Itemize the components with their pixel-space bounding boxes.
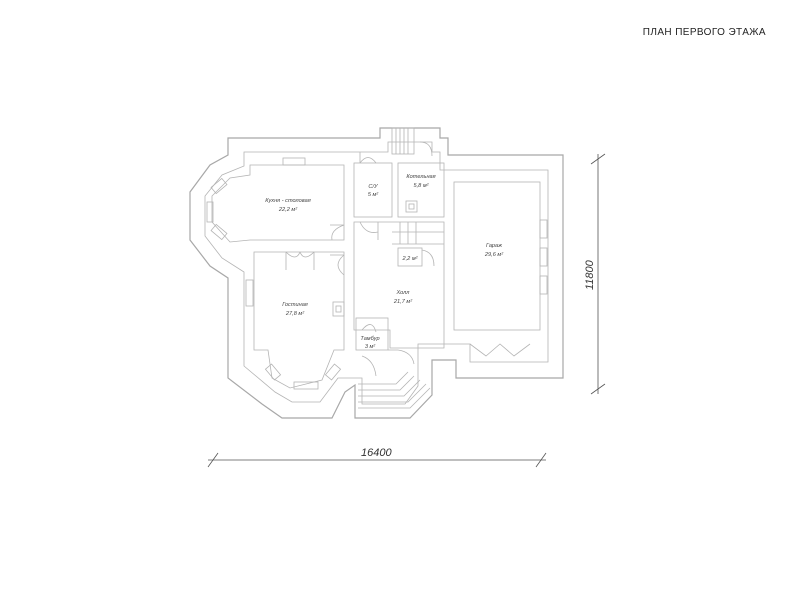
vestibule-inner-door xyxy=(388,349,415,365)
living-window xyxy=(264,363,282,381)
garage-window xyxy=(539,247,548,267)
garage-window xyxy=(539,275,548,295)
living-area: 27,8 м² xyxy=(285,311,305,317)
wc-room xyxy=(353,162,393,218)
page-title: ПЛАН ПЕРВОГО ЭТАЖА xyxy=(642,27,766,38)
garage-name: Гараж xyxy=(486,243,503,249)
hall-area: 21,7 м² xyxy=(393,299,413,305)
kitchen-window xyxy=(210,223,228,241)
depth-dimension-tick-top xyxy=(590,153,606,165)
hall-room xyxy=(353,221,445,349)
stair-treads xyxy=(395,128,409,154)
kitchen-area: 22,2 м² xyxy=(278,207,298,213)
wc-name: С/У xyxy=(368,184,379,190)
hall-door xyxy=(359,221,379,240)
living-door xyxy=(285,251,315,270)
boiler-unit-inner xyxy=(408,203,415,210)
wc-door xyxy=(359,152,377,164)
storage-area: 2,2 м² xyxy=(401,256,418,262)
vestibule-room xyxy=(355,317,389,351)
fireplace xyxy=(332,301,345,317)
outer-wall-outline xyxy=(189,127,564,419)
storage-room xyxy=(397,247,423,267)
boiler-room xyxy=(397,162,445,218)
living-window xyxy=(293,381,319,390)
kitchen-window xyxy=(210,177,228,195)
kitchen-door xyxy=(330,224,345,241)
storage-door xyxy=(421,249,435,267)
vestibule-name: Тамбур xyxy=(360,336,379,342)
garage-area: 29,6 м² xyxy=(484,252,504,258)
vestibule-entry-door xyxy=(361,355,377,377)
service-stair xyxy=(391,127,415,155)
width-dimension-tick-left xyxy=(207,452,219,468)
kitchen-window xyxy=(282,157,306,166)
living-name: Гостиная xyxy=(282,302,308,308)
depth-dimension-tick-bottom xyxy=(590,383,606,395)
inner-wall-outline xyxy=(204,141,549,405)
hall-name: Холл xyxy=(396,290,411,296)
kitchen-name: Кухня - столовая xyxy=(265,198,310,204)
living-side-door xyxy=(330,254,345,276)
boiler-door xyxy=(419,141,433,157)
kitchen-window xyxy=(206,201,214,223)
depth-dimension-label: 11800 xyxy=(584,259,596,290)
garage-gate xyxy=(469,343,531,357)
living-room xyxy=(253,251,345,389)
fireplace-inner xyxy=(335,305,342,313)
porch-stairs xyxy=(358,371,431,409)
boiler-name: Котельная xyxy=(406,174,435,180)
living-window xyxy=(324,363,342,381)
vestibule-door xyxy=(361,324,377,333)
kitchen-room xyxy=(211,164,345,243)
garage-window xyxy=(539,219,548,239)
boiler-area: 5,8 м² xyxy=(413,183,429,189)
living-window xyxy=(245,279,254,307)
hall-stair xyxy=(392,222,444,245)
vestibule-area: 3 м² xyxy=(365,344,376,350)
boiler-unit xyxy=(405,200,418,213)
wc-area: 5 м² xyxy=(368,192,379,198)
width-dimension-label: 16400 xyxy=(361,447,392,459)
width-dimension-tick-right xyxy=(535,452,547,468)
